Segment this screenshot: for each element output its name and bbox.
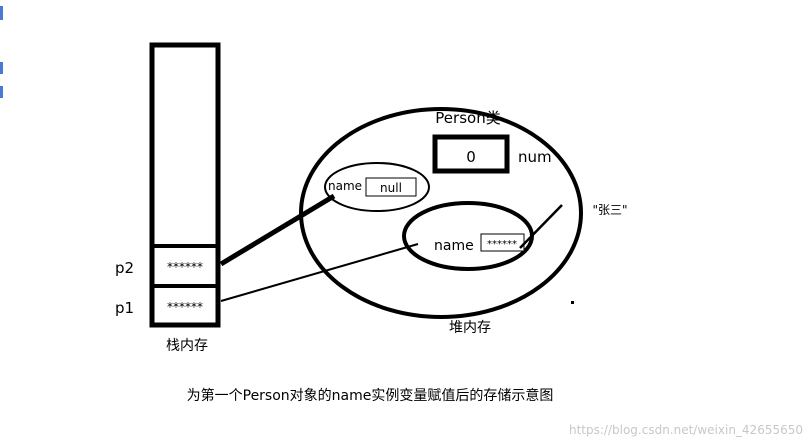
stack-memory-label: 栈内存 <box>166 338 208 354</box>
reference-p2-to-object-1 <box>219 193 336 267</box>
stack-slot-p2-label: p2 <box>115 259 134 277</box>
object-2-field-value: ****** <box>487 239 517 250</box>
num-value: 0 <box>466 148 476 166</box>
stray-dot <box>571 301 574 304</box>
stack-slot-p1-label: p1 <box>115 299 134 317</box>
object-1-field-label: name <box>328 179 362 193</box>
edge-mark <box>0 86 3 98</box>
num-label: num <box>518 148 552 166</box>
stack-slot-p2-value: ****** <box>167 260 203 274</box>
person-class-label: Person类 <box>435 109 500 127</box>
heap-memory-label: 堆内存 <box>449 320 491 336</box>
reference-p1-to-object-2 <box>220 243 419 302</box>
stack-memory: ****** ****** p2 p1 栈内存 <box>115 42 221 354</box>
num-box <box>432 134 510 174</box>
diagram-caption: 为第一个Person对象的name实例变量赋值后的存储示意图 <box>187 387 554 404</box>
watermark: https://blog.csdn.net/weixin_42655650 <box>569 423 803 437</box>
person-object-1 <box>324 162 430 212</box>
edge-mark <box>0 62 3 74</box>
object-1-field-value: null <box>380 181 402 195</box>
heap-memory: Person类 0 num name null name ****** "张三"… <box>299 107 628 336</box>
reference-name-to-string <box>519 204 563 249</box>
stack-column <box>149 42 221 328</box>
string-literal: "张三" <box>592 203 627 217</box>
heap-ellipse <box>299 107 583 319</box>
stack-slot-p1-value: ****** <box>167 300 203 314</box>
object-2-field-label: name <box>434 238 474 254</box>
edge-mark <box>0 6 3 20</box>
object-1-field-box <box>365 177 417 197</box>
